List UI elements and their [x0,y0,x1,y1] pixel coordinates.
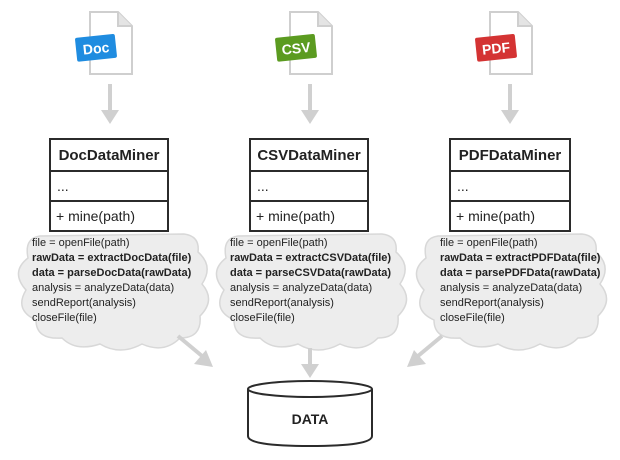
code-line: data = parseDocData(rawData) [32,266,192,279]
code-line: file = openFile(path) [440,237,538,249]
code-line: analysis = analyzeData(data) [32,281,175,294]
note-cloud-doc [17,233,210,351]
class-method: + mine(path) [256,208,335,224]
doc-file-label: Doc [82,39,110,58]
database-label: DATA [292,411,329,427]
code-line: file = openFile(path) [32,237,130,249]
code-note-pdf: file = openFile(path) rawData = extractP… [440,236,600,325]
code-line: data = parseCSVData(rawData) [230,266,392,279]
code-line: analysis = analyzeData(data) [230,281,373,294]
pdf-file-label: PDF [481,39,511,58]
class-method: + mine(path) [456,208,535,224]
code-line: closeFile(file) [32,311,97,324]
code-line: closeFile(file) [230,311,295,324]
code-line: closeFile(file) [440,311,505,324]
arrow-pdf-to-class [501,84,519,124]
class-box-docdataminer: DocDataMiner ... + mine(path) [49,138,169,232]
class-box-csvdataminer: CSVDataMiner ... + mine(path) [249,138,369,232]
code-line: sendReport(analysis) [230,296,334,309]
class-name: CSVDataMiner [251,140,367,172]
code-line: analysis = analyzeData(data) [440,281,583,294]
arrow-pdf-to-data [407,334,444,367]
csv-file-label: CSV [281,39,312,58]
pdf-file-icon: PDF [475,11,533,75]
note-cloud-pdf [415,233,608,351]
class-box-pdfdataminer: PDFDataMiner ... + mine(path) [449,138,571,232]
doc-file-icon: Doc [75,11,133,75]
code-line: rawData = extractCSVData(file) [230,251,392,264]
class-name: DocDataMiner [51,140,167,172]
csv-file-icon: CSV [275,11,333,75]
code-line: sendReport(analysis) [440,296,544,309]
class-method: + mine(path) [56,208,135,224]
code-line: rawData = extractPDFData(file) [440,251,601,264]
arrow-doc-to-data [176,334,213,367]
code-line: rawData = extractDocData(file) [32,251,192,264]
code-line: sendReport(analysis) [32,296,136,309]
data-database: DATA [247,380,373,448]
arrow-csv-to-data [301,348,319,378]
code-line: file = openFile(path) [230,237,328,249]
code-note-csv: file = openFile(path) rawData = extractC… [230,236,391,325]
code-note-doc: file = openFile(path) rawData = extractD… [32,236,191,325]
class-fields: ... [51,172,167,202]
arrow-csv-to-class [301,84,319,124]
class-fields: ... [251,172,367,202]
arrow-doc-to-class [101,84,119,124]
code-line: data = parsePDFData(rawData) [440,266,601,279]
class-name: PDFDataMiner [451,140,569,172]
note-cloud-csv [215,233,408,351]
class-fields: ... [451,172,569,202]
